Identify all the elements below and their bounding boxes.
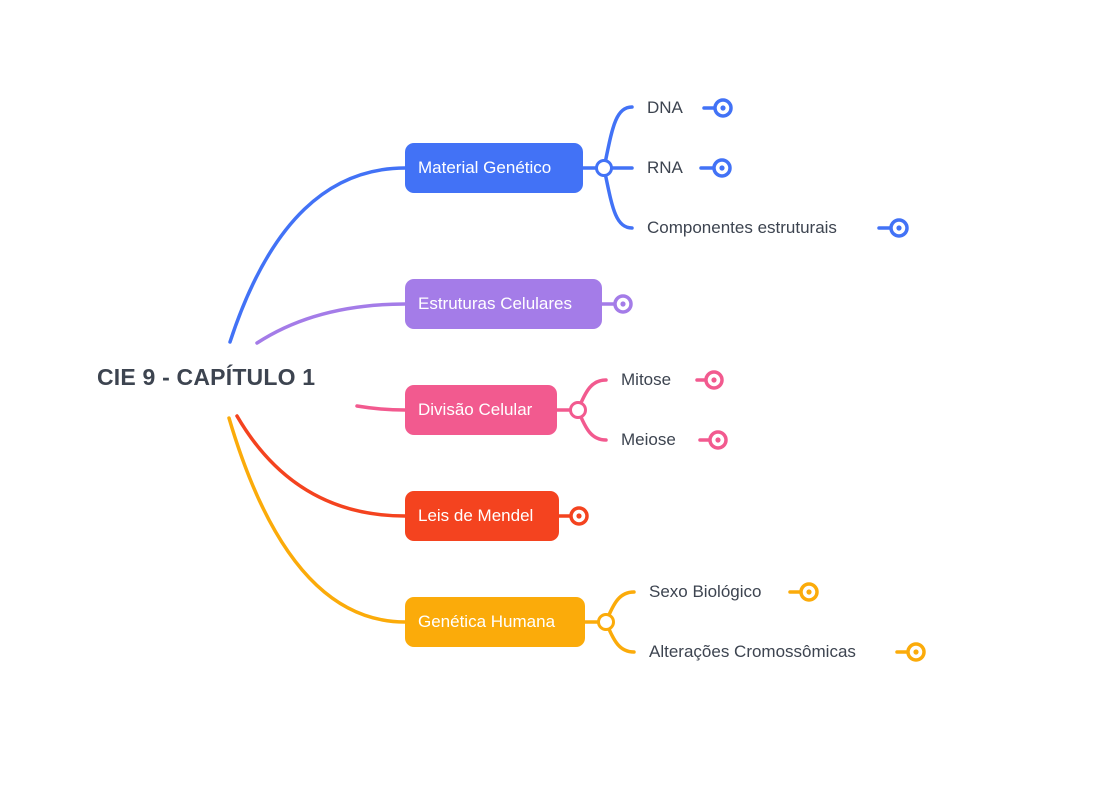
leaf-sexo-biologico[interactable]: Sexo Biológico [649, 582, 762, 601]
connector-mg-dna [602, 105, 634, 170]
marker-estruturas-celulares-dot [620, 301, 626, 307]
branch-estruturas-celulares[interactable]: Estruturas Celulares [405, 279, 602, 329]
marker-leis-de-mendel-dot [576, 513, 582, 519]
leaf-dna[interactable]: DNA [647, 98, 683, 117]
leaf-alteracoes-cromossomicas[interactable]: Alterações Cromossômicas [649, 642, 856, 661]
collapse-toggle-divisao-celular[interactable] [569, 401, 587, 419]
collapse-toggle-material-genetico[interactable] [595, 159, 613, 177]
leaf-rna[interactable]: RNA [647, 158, 683, 177]
markers [557, 98, 926, 662]
branch-material-genetico[interactable]: Material Genético [405, 143, 583, 193]
root-topic[interactable]: CIE 9 - CAPÍTULO 1 [97, 364, 316, 390]
marker-meiose-dot [715, 437, 721, 443]
marker-dna-dot [720, 105, 726, 111]
connector-root-divisao-celular [355, 404, 407, 412]
leaf-meiose[interactable]: Meiose [621, 430, 676, 449]
branch-divisao-celular[interactable]: Divisão Celular [405, 385, 557, 435]
connector-root-leis-de-mendel [235, 414, 407, 518]
leaf-componentes-estruturais[interactable]: Componentes estruturais [647, 218, 837, 237]
branch-genetica-humana[interactable]: Genética Humana [405, 597, 585, 647]
connector-root-estruturas-celulares [255, 302, 407, 345]
collapse-toggle-genetica-humana[interactable] [597, 613, 615, 631]
connector-root-material-genetico [228, 166, 407, 344]
marker-mitose-dot [711, 377, 717, 383]
connector-root-genetica-humana [227, 416, 407, 624]
marker-rna-dot [719, 165, 725, 171]
marker-alteracoes-cromossomicas-dot [913, 649, 919, 655]
marker-sexo-biologico-dot [806, 589, 812, 595]
leaf-mitose[interactable]: Mitose [621, 370, 672, 389]
branch-leis-de-mendel[interactable]: Leis de Mendel [405, 491, 559, 541]
connector-mg-componentes [602, 166, 634, 230]
marker-componentes-estruturais-dot [896, 225, 902, 231]
